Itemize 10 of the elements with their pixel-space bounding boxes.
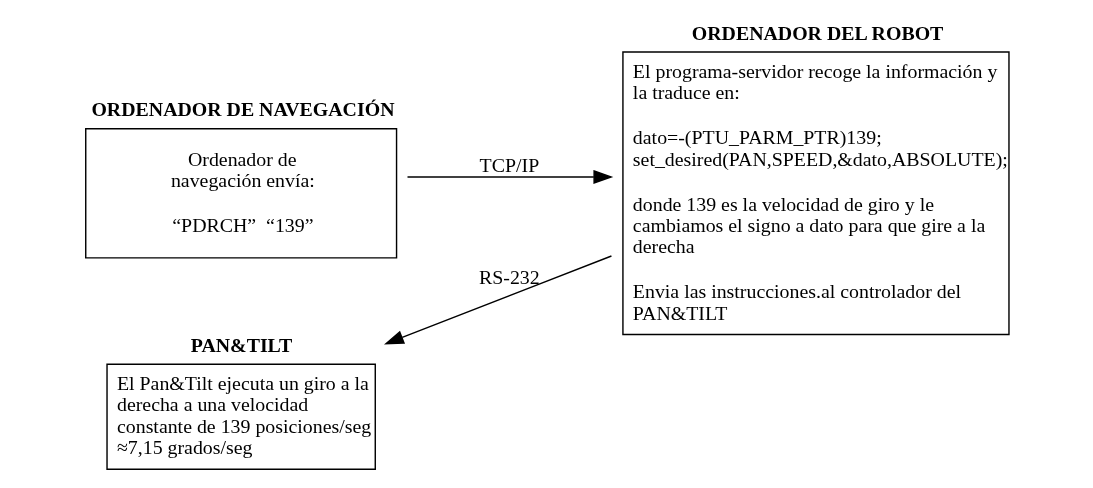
node-box: El Pan&Tilt ejecuta un giro a la derecha a una velocidad constante de 139 posiciones/seg ≈7,15 grados/seg [105,363,376,470]
node-box: El programa-servidor recoge la información y la traduce en: dato=-(PTU_PARM_PTR)139; set_desired(PAN,SPEED,&dato,ABSOLUTE); donde 139 es la velocidad de giro y le cambiamos el signo a dato para que gire a la derecha Envia las instrucciones.al controlador del PAN&TILT [621,51,1010,336]
arrow [406,169,613,184]
arrow [383,255,612,345]
node-box: Ordenador de navegación envía: “PDRCH” “139” [84,128,397,259]
node-label: PAN&TILT [190,333,292,356]
node-label: ORDENADOR DE NAVEGACIÓN [90,98,394,121]
node-label: ORDENADOR DEL ROBOT [691,21,943,44]
edge-label: RS-232 [478,265,540,288]
edge-label: TCP/IP [479,153,539,176]
